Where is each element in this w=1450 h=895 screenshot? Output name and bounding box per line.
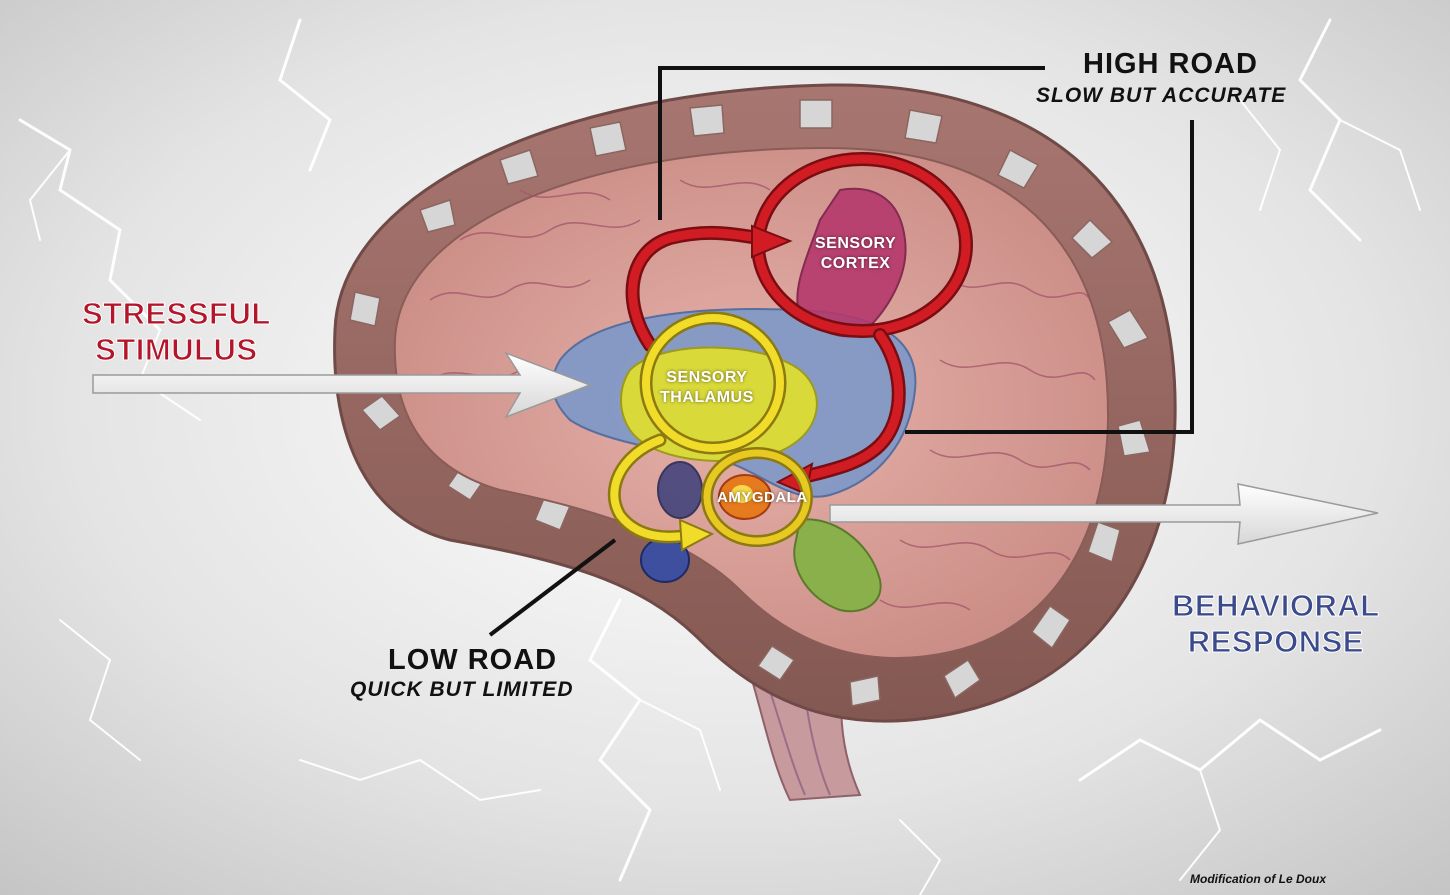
sensory-cortex-label-line2: CORTEX bbox=[815, 254, 896, 274]
amygdala-label: AMYGDALA bbox=[717, 488, 808, 508]
high-road-subtitle: SLOW BUT ACCURATE bbox=[1036, 84, 1286, 108]
stimulus-label: STRESSFUL STIMULUS bbox=[82, 296, 271, 368]
low-road-title: LOW ROAD bbox=[388, 644, 557, 677]
sensory-thalamus-label: SENSORY THALAMUS bbox=[660, 368, 754, 408]
credit-caption: Modification of Le Doux bbox=[1190, 872, 1326, 886]
sensory-thalamus-label-line1: SENSORY bbox=[660, 368, 754, 388]
sensory-thalamus-label-line2: THALAMUS bbox=[660, 388, 754, 408]
behavioral-response-label: BEHAVIORAL RESPONSE bbox=[1172, 588, 1380, 660]
sensory-cortex-label-line1: SENSORY bbox=[815, 234, 896, 254]
behavioral-response-line2: RESPONSE bbox=[1172, 624, 1380, 660]
sensory-cortex-label: SENSORY CORTEX bbox=[815, 234, 896, 274]
stimulus-label-line1: STRESSFUL bbox=[82, 296, 271, 332]
behavioral-response-line1: BEHAVIORAL bbox=[1172, 588, 1380, 624]
stimulus-label-line2: STIMULUS bbox=[82, 332, 271, 368]
high-road-title: HIGH ROAD bbox=[1083, 48, 1258, 81]
low-road-subtitle: QUICK BUT LIMITED bbox=[350, 678, 573, 702]
